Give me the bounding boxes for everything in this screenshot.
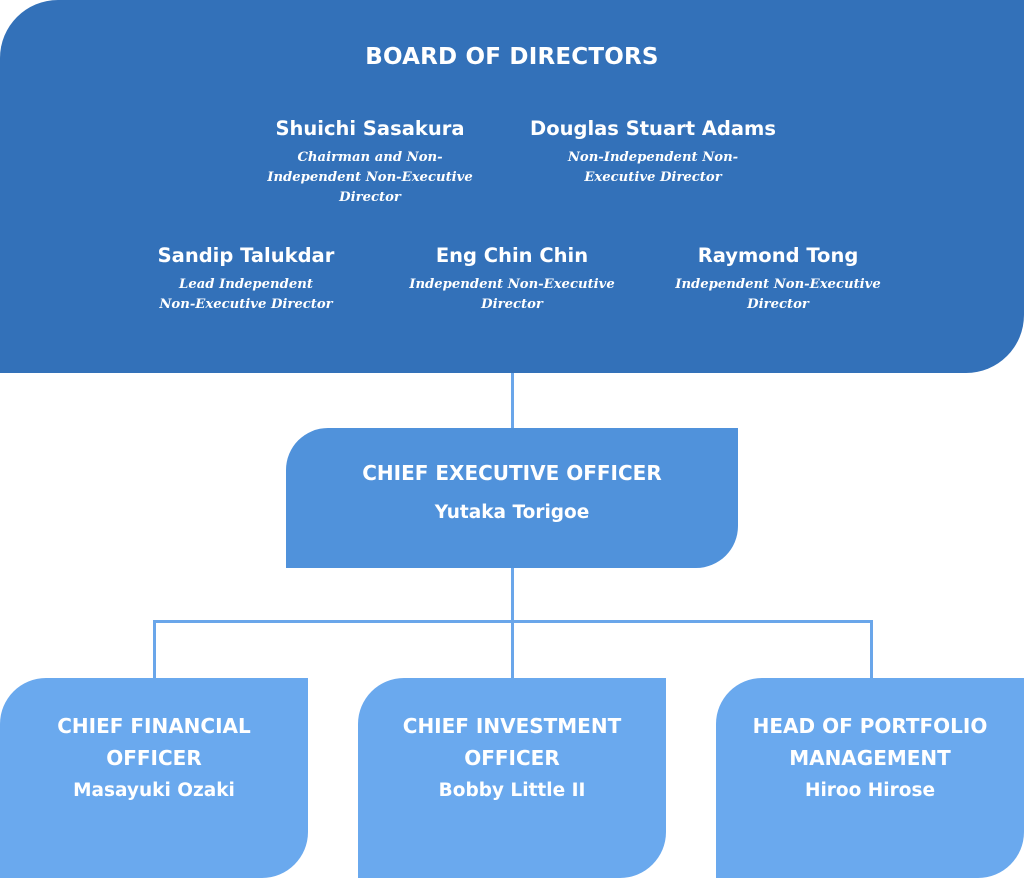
member-role-line: Director (339, 190, 401, 205)
title-line: OFFICER (106, 746, 202, 770)
board-member-talukdar: Sandip Talukdar Lead Independent Non-Exe… (126, 243, 366, 315)
connector-cfo (153, 620, 156, 678)
portfolio-head-title: HEAD OF PORTFOLIO MANAGEMENT (716, 710, 1024, 774)
ceo-name: Yutaka Torigoe (434, 502, 590, 523)
connector-horizontal (153, 620, 873, 623)
board-of-directors-box: BOARD OF DIRECTORS Shuichi Sasakura Chai… (0, 0, 1024, 373)
cio-name: Bobby Little II (438, 780, 586, 801)
member-role-line: Non-Executive Director (159, 297, 333, 312)
member-role-line: Non-Independent Non- (567, 150, 739, 165)
member-role-line: Independent Non-Executive (267, 170, 473, 185)
cfo-name: Masayuki Ozaki (73, 780, 235, 801)
board-member-chairman: Shuichi Sasakura Chairman and Non- Indep… (250, 116, 490, 208)
ceo-title: CHIEF EXECUTIVE OFFICER (362, 461, 662, 485)
board-title: BOARD OF DIRECTORS (365, 44, 659, 70)
title-line: HEAD OF PORTFOLIO (752, 714, 988, 738)
cfo-box: CHIEF FINANCIAL OFFICER Masayuki Ozaki (0, 678, 308, 878)
member-name: Eng Chin Chin (435, 244, 589, 267)
member-role-line: Independent Non-Executive (409, 277, 615, 292)
member-role: Lead Independent Non-Executive Director (126, 275, 366, 315)
title-line: CHIEF INVESTMENT (402, 714, 622, 738)
cio-title: CHIEF INVESTMENT OFFICER (358, 710, 666, 774)
connector-board-ceo (511, 373, 514, 428)
member-role: Independent Non-Executive Director (658, 275, 898, 315)
member-name: Douglas Stuart Adams (530, 117, 776, 140)
board-member-adams: Douglas Stuart Adams Non-Independent Non… (523, 116, 783, 188)
member-name: Raymond Tong (697, 244, 859, 267)
member-role-line: Chairman and Non- (297, 150, 443, 165)
cio-box: CHIEF INVESTMENT OFFICER Bobby Little II (358, 678, 666, 878)
member-role: Independent Non-Executive Director (392, 275, 632, 315)
member-role-line: Director (481, 297, 543, 312)
member-name: Shuichi Sasakura (275, 117, 465, 140)
member-role-line: Independent Non-Executive (675, 277, 881, 292)
title-line: OFFICER (464, 746, 560, 770)
portfolio-head-box: HEAD OF PORTFOLIO MANAGEMENT Hiroo Hiros… (716, 678, 1024, 878)
portfolio-head-name: Hiroo Hirose (804, 780, 936, 801)
board-member-tong: Raymond Tong Independent Non-Executive D… (658, 243, 898, 315)
title-line: MANAGEMENT (789, 746, 951, 770)
member-name: Sandip Talukdar (157, 244, 335, 267)
member-role-line: Director (747, 297, 809, 312)
member-role-line: Executive Director (584, 170, 722, 185)
member-role: Non-Independent Non- Executive Director (523, 148, 783, 188)
title-line: CHIEF FINANCIAL (57, 714, 251, 738)
board-member-eng: Eng Chin Chin Independent Non-Executive … (392, 243, 632, 315)
member-role: Chairman and Non- Independent Non-Execut… (250, 148, 490, 208)
ceo-box: CHIEF EXECUTIVE OFFICER Yutaka Torigoe (286, 428, 738, 568)
member-role-line: Lead Independent (179, 277, 313, 292)
connector-portfolio (870, 620, 873, 678)
cfo-title: CHIEF FINANCIAL OFFICER (0, 710, 308, 774)
connector-ceo-trunk (511, 568, 514, 678)
